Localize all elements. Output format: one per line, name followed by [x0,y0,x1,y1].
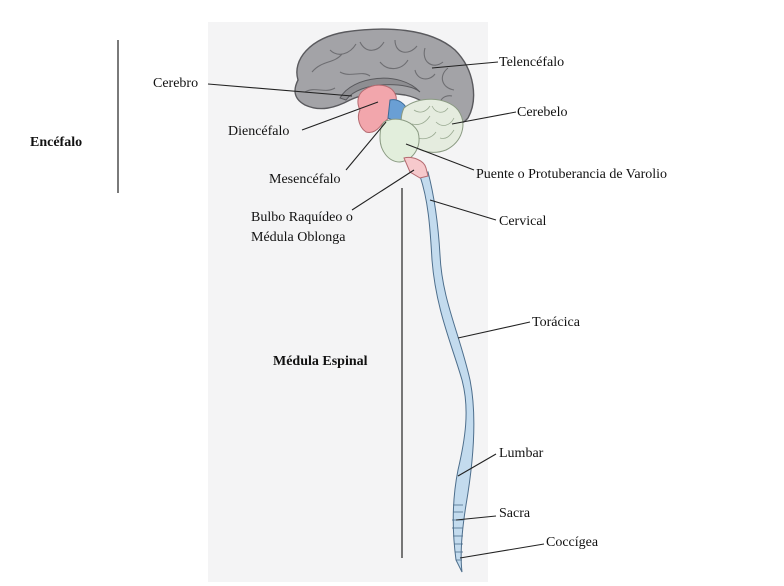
label-toracica: Torácica [532,315,580,330]
section-label-medula-espinal: Médula Espinal [273,354,368,369]
label-cerebelo: Cerebelo [517,105,568,120]
coccygeal-ridges [452,504,463,561]
leader-cerebro [207,83,353,97]
leader-cervical [429,199,497,221]
corpus-callosum [339,77,421,101]
label-bulbo-line1: Bulbo Raquídeo o [251,210,353,225]
label-bulbo-line2: Médula Oblonga [251,230,346,245]
leader-coccigea [459,543,545,559]
leader-diencefalo [301,101,379,131]
leader-telencefalo [431,61,499,69]
diencephalon [357,84,397,133]
leader-cerebelo [451,111,517,125]
leader-toracica [457,321,531,339]
leader-mesencefalo [345,121,387,171]
leader-sacra [455,515,497,521]
label-coccigea: Coccígea [546,535,599,550]
label-mesencefalo: Mesencéfalo [269,172,341,187]
cerebral-gyri [304,39,455,113]
label-cervical: Cervical [499,214,547,229]
medulla-oblongata [403,157,429,179]
cerebellar-folia [411,105,455,140]
label-cerebro: Cerebro [153,76,199,91]
leader-lines [207,61,545,559]
leader-puente [405,143,475,171]
label-sacra: Sacra [499,506,531,521]
label-diencefalo: Diencéfalo [228,124,290,139]
label-puente: Puente o Protuberancia de Varolio [476,167,668,182]
leader-lumbar [457,453,497,477]
label-telencefalo: Telencéfalo [499,55,565,70]
leader-bulbo [351,169,415,211]
label-lumbar: Lumbar [499,446,544,461]
section-label-encefalo: Encéfalo [30,135,83,150]
pons [379,118,420,163]
spinal-cord [419,171,475,573]
